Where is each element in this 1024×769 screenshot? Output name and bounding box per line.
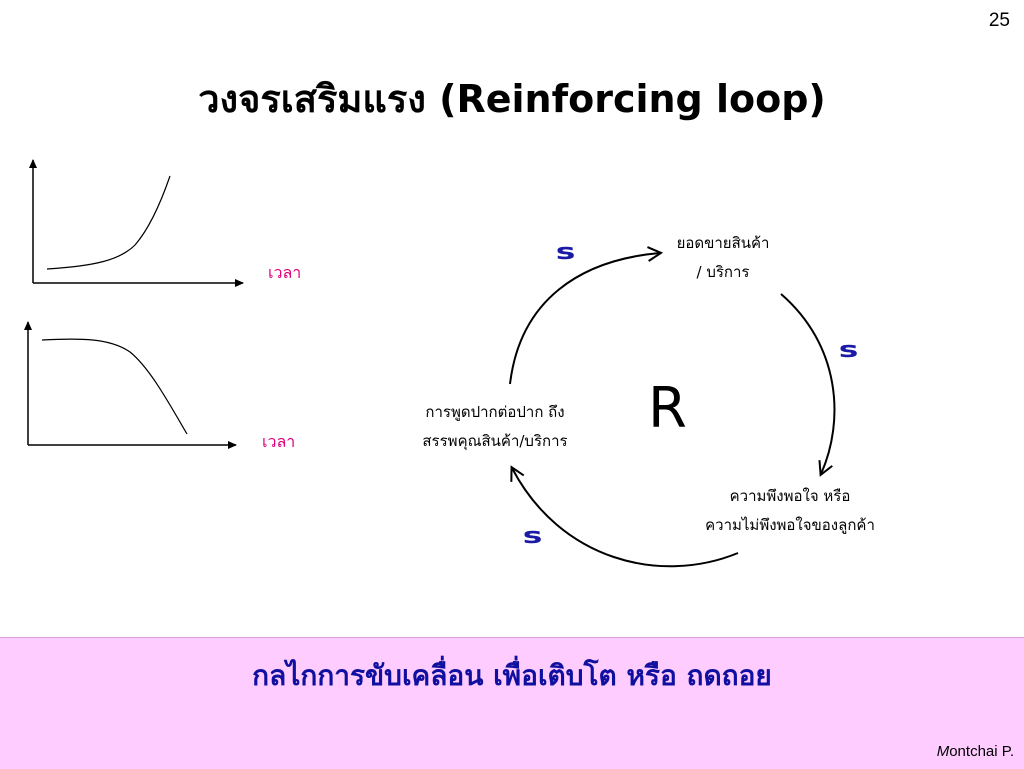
causal-loop [509,253,836,568]
author-credit: Montchai P. [937,743,1014,760]
decline-graph [24,321,237,449]
slide-title: วงจรเสริมแรง (Reinforcing loop) [198,77,826,121]
node-word-of-mouth-line2: สรรพคุณสินค้า/บริการ [422,432,568,450]
node-sales-line2: / บริการ [696,263,750,281]
polarity-sign-1: s [555,240,576,265]
growth-graph [29,159,244,287]
node-satisfaction: ความพึงพอใจ หรือ ความไม่พึงพอใจของลูกค้า [660,482,920,540]
author-initial: M [936,743,950,760]
top-graph-time-label: เวลา [268,263,302,282]
polarity-sign-2: s [838,338,859,363]
footer-caption: กลไกการขับเคลื่อน เพื่อเติบโต หรือ ถดถอย [252,659,772,692]
reinforcing-loop-marker: R [648,376,687,441]
growth-curve [46,175,171,270]
polarity-sign-3: s [522,524,543,549]
node-satisfaction-line1: ความพึงพอใจ หรือ [729,487,851,505]
node-word-of-mouth: การพูดปากต่อปาก ถึง สรรพคุณสินค้า/บริการ [380,398,610,456]
footer-band [0,637,1024,769]
page-number: 25 [988,10,1010,31]
link-sales-to-satisfaction [780,293,836,474]
bottom-graph-time-label: เวลา [262,432,296,451]
author-name: ontchai P. [949,743,1014,760]
node-word-of-mouth-line1: การพูดปากต่อปาก ถึง [425,403,565,421]
node-satisfaction-line2: ความไม่พึงพอใจของลูกค้า [705,516,875,534]
node-sales-line1: ยอดขายสินค้า [676,234,770,252]
decline-curve [41,338,188,435]
link-word-of-mouth-to-sales [509,253,660,385]
link-satisfaction-to-word-of-mouth [512,468,739,568]
node-sales: ยอดขายสินค้า / บริการ [618,229,828,287]
